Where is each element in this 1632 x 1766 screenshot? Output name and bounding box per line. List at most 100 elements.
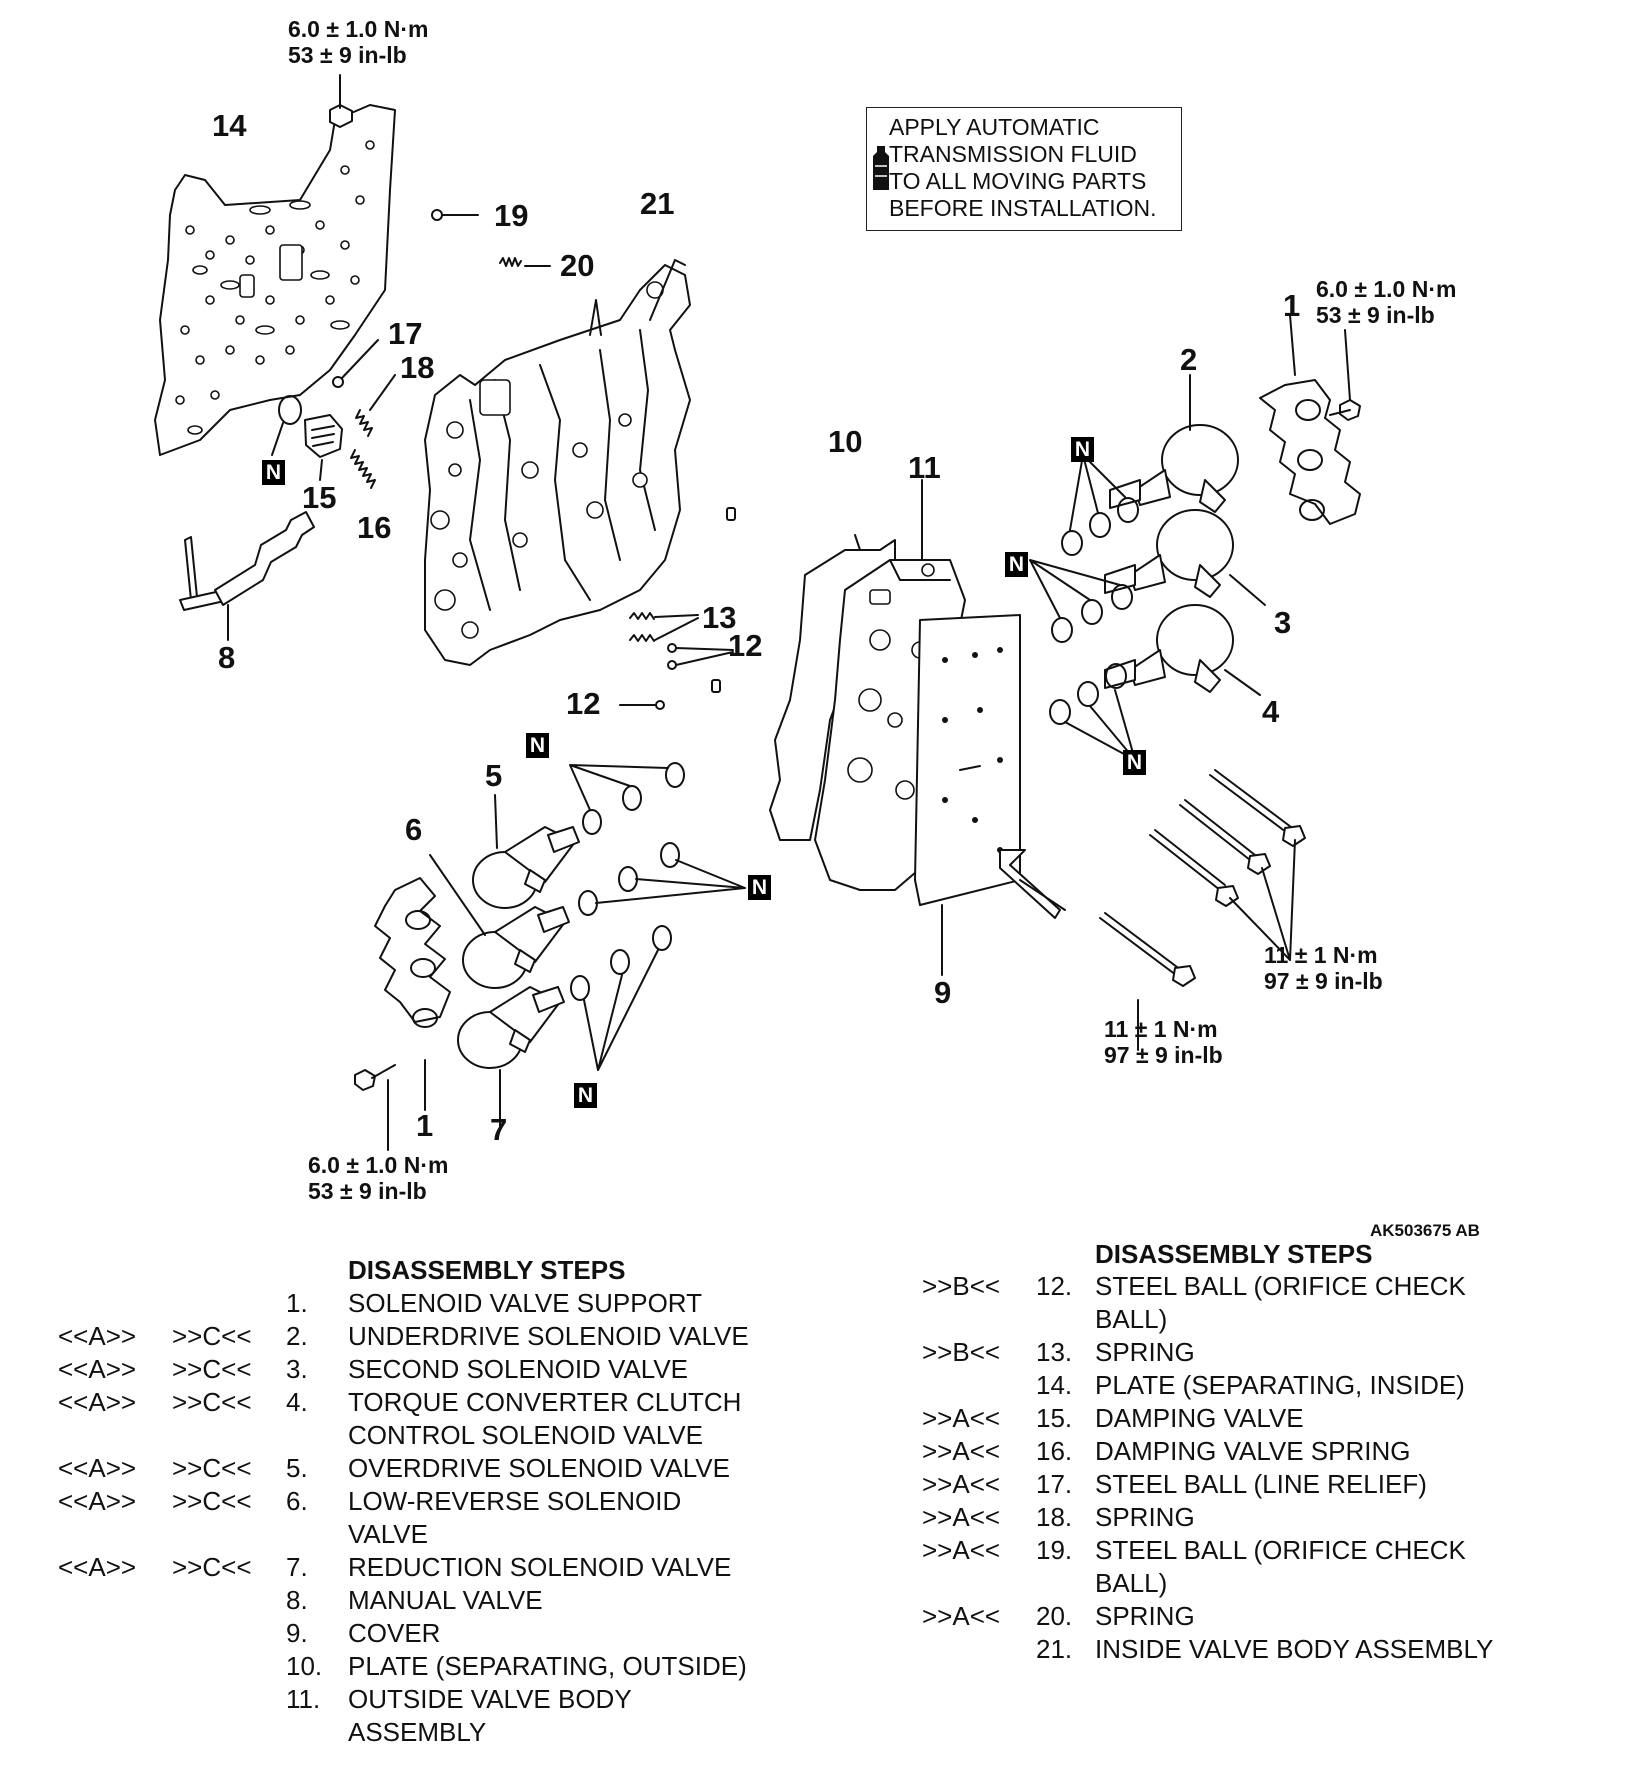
callout-2: 2: [1180, 342, 1198, 377]
list-text: COVER: [348, 1618, 441, 1648]
torque-top-left: 6.0 ± 1.0 N·m 53 ± 9 in-lb: [288, 16, 428, 68]
callout-17: 17: [388, 316, 423, 351]
list-text: BALL): [1095, 1304, 1168, 1334]
list-text: STEEL BALL (ORIFICE CHECK: [1095, 1535, 1466, 1565]
list-code: >>C<<: [172, 1552, 252, 1582]
list-code: <<A>>: [58, 1486, 137, 1516]
callout-9: 9: [934, 975, 952, 1010]
list-number: 13.: [1036, 1337, 1073, 1367]
fluid-bottle-icon: [873, 146, 889, 190]
callout-1: 1: [416, 1108, 434, 1143]
list-code: <<A>>: [58, 1453, 137, 1483]
list-code: >>C<<: [172, 1321, 252, 1351]
list-text: BALL): [1095, 1568, 1168, 1598]
callout-12: 12: [566, 686, 601, 721]
exploded-view-diagram: [154, 74, 1361, 1151]
list-text: VALVE: [348, 1519, 428, 1549]
list-number: 3.: [286, 1354, 308, 1384]
callout-6: 6: [405, 812, 423, 847]
list-text: MANUAL VALVE: [348, 1585, 543, 1615]
list-number: 11.: [286, 1684, 321, 1714]
list-code: >>C<<: [172, 1354, 252, 1384]
list-text: PLATE (SEPARATING, INSIDE): [1095, 1370, 1465, 1400]
list-number: 19.: [1036, 1535, 1073, 1565]
list-number: 5.: [286, 1453, 308, 1483]
callout-7: 7: [490, 1112, 508, 1147]
torque-value: 97 ± 9 in-lb: [1264, 968, 1383, 994]
list-text: OUTSIDE VALVE BODY: [348, 1684, 632, 1714]
list-number: 4.: [286, 1387, 308, 1417]
list-code: >>C<<: [172, 1387, 252, 1417]
list-text: REDUCTION SOLENOID VALVE: [348, 1552, 732, 1582]
list-text: STEEL BALL (LINE RELIEF): [1095, 1469, 1427, 1499]
solenoid-valves-right: [1104, 374, 1266, 696]
figure-id: AK503675 AB: [1370, 1221, 1480, 1240]
n-marker: N: [262, 460, 285, 485]
torque-value: 53 ± 9 in-lb: [308, 1178, 427, 1204]
list-code: >>A<<: [922, 1403, 1001, 1433]
list-code: >>A<<: [922, 1502, 1001, 1532]
bracket: [999, 849, 1066, 919]
list-number: 21.: [1036, 1634, 1073, 1664]
torque-bolts-right: 11 ± 1 N·m 97 ± 9 in-lb: [1264, 942, 1383, 994]
list-code: <<A>>: [58, 1354, 137, 1384]
list-number: 18.: [1036, 1502, 1073, 1532]
list-number: 8.: [286, 1585, 308, 1615]
torque-value: 53 ± 9 in-lb: [1316, 302, 1435, 328]
list-text: SPRING: [1095, 1337, 1195, 1367]
torque-value: 97 ± 9 in-lb: [1104, 1042, 1223, 1068]
torque-value: 11 ± 1 N·m: [1264, 942, 1378, 968]
solenoid-support-right: [1259, 314, 1361, 525]
list-number: 12.: [1036, 1271, 1073, 1301]
callout-15: 15: [302, 480, 337, 515]
callout-11: 11: [908, 450, 941, 485]
callout-8: 8: [218, 640, 236, 675]
note-line: TO ALL MOVING PARTS: [889, 168, 1147, 194]
callout-14: 14: [212, 108, 247, 143]
list-code: >>A<<: [922, 1469, 1001, 1499]
callout-20: 20: [560, 248, 595, 283]
list-code: <<A>>: [58, 1552, 137, 1582]
bolt-top-left: [329, 74, 353, 128]
inside-valve-body: [424, 259, 691, 666]
list-heading: DISASSEMBLY STEPS: [1095, 1239, 1373, 1269]
damping-valve: [271, 395, 343, 481]
callout-19: 19: [494, 198, 529, 233]
note-line: TRANSMISSION FLUID: [889, 141, 1137, 167]
list-heading: DISASSEMBLY STEPS: [348, 1255, 626, 1285]
list-text: SPRING: [1095, 1502, 1195, 1532]
n-marker: N: [526, 733, 549, 758]
torque-bottom-left: 6.0 ± 1.0 N·m 53 ± 9 in-lb: [308, 1152, 448, 1204]
list-code: <<A>>: [58, 1387, 137, 1417]
list-text: TORQUE CONVERTER CLUTCH: [348, 1387, 742, 1417]
callout-10: 10: [828, 424, 863, 459]
torque-value: 6.0 ± 1.0 N·m: [288, 16, 429, 42]
torque-value: 6.0 ± 1.0 N·m: [308, 1152, 449, 1178]
note-line: BEFORE INSTALLATION.: [889, 195, 1157, 221]
list-number: 17.: [1036, 1469, 1073, 1499]
solenoid-valves-left: [429, 794, 580, 1131]
list-number: 14.: [1036, 1370, 1073, 1400]
list-text: STEEL BALL (ORIFICE CHECK: [1095, 1271, 1466, 1301]
callout-16: 16: [357, 510, 392, 545]
list-code: >>B<<: [922, 1337, 1001, 1367]
callout-3: 3: [1274, 605, 1292, 640]
torque-bolt-center: 11 ± 1 N·m 97 ± 9 in-lb: [1104, 1016, 1223, 1068]
list-text: OVERDRIVE SOLENOID VALVE: [348, 1453, 730, 1483]
list-text: LOW-REVERSE SOLENOID: [348, 1486, 682, 1516]
list-text: SECOND SOLENOID VALVE: [348, 1354, 689, 1384]
torque-value: 6.0 ± 1.0 N·m: [1316, 276, 1457, 302]
callout-21: 21: [640, 186, 675, 221]
o-rings-right: [1029, 454, 1139, 761]
torque-value: 53 ± 9 in-lb: [288, 42, 407, 68]
list-number: 10.: [286, 1651, 323, 1681]
manual-valve: [179, 511, 315, 641]
n-marker: N: [1071, 437, 1094, 462]
n-marker: N: [1005, 552, 1028, 577]
list-number: 20.: [1036, 1601, 1073, 1631]
list-text: PLATE (SEPARATING, OUTSIDE): [348, 1651, 747, 1681]
callout-12: 12: [728, 628, 763, 663]
callout-13: 13: [702, 600, 737, 635]
list-code: >>A<<: [922, 1535, 1001, 1565]
list-text: CONTROL SOLENOID VALVE: [348, 1420, 703, 1450]
